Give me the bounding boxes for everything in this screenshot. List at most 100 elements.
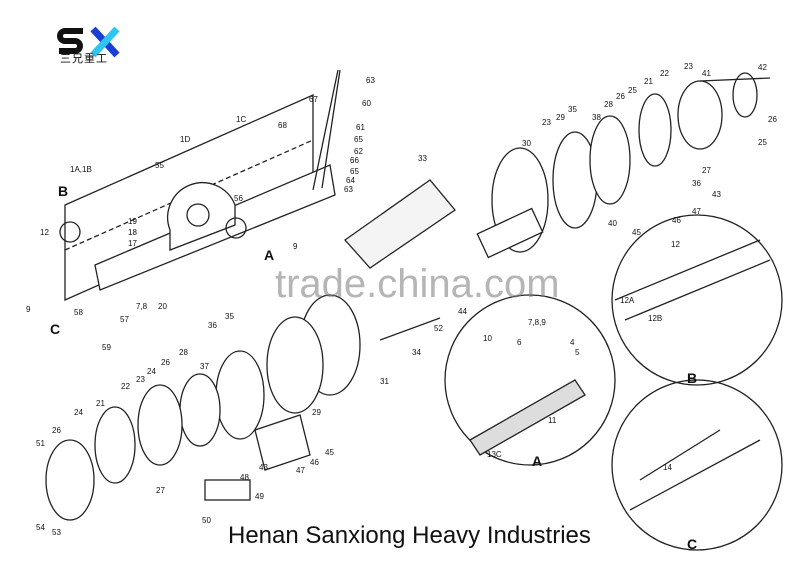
part-label: 66 xyxy=(350,156,359,165)
part-label: 19 xyxy=(128,217,137,226)
part-label: 35 xyxy=(568,105,577,114)
part-label: 12B xyxy=(648,314,662,323)
part-label: 50 xyxy=(202,516,211,525)
part-label: B xyxy=(687,370,697,386)
part-label: 45 xyxy=(632,228,641,237)
part-label: 10 xyxy=(483,334,492,343)
part-label: 17 xyxy=(128,239,137,248)
part-label: 1D xyxy=(180,135,190,144)
part-label: 63 xyxy=(366,76,375,85)
part-label: 9 xyxy=(26,305,31,314)
part-label: 23 xyxy=(542,118,551,127)
part-label: 54 xyxy=(36,523,45,532)
upper-shaft-assembly xyxy=(344,72,771,269)
logo-chinese-text: 三兄重工 xyxy=(60,52,108,65)
part-label: 12A xyxy=(620,296,635,305)
part-label: 65 xyxy=(354,135,363,144)
part-label: 46 xyxy=(310,458,319,467)
part-label: 37 xyxy=(200,362,209,371)
part-label: 42 xyxy=(758,63,767,72)
part-label: 34 xyxy=(412,348,421,357)
part-label: 59 xyxy=(102,343,111,352)
watermark: trade.china.com xyxy=(275,262,560,306)
part-label: B xyxy=(58,183,68,199)
part-label: 55 xyxy=(155,161,164,170)
part-label: 26 xyxy=(52,426,61,435)
part-label: 26 xyxy=(616,92,625,101)
part-label: 24 xyxy=(147,367,156,376)
part-label: 65 xyxy=(350,167,359,176)
part-label: 9 xyxy=(293,242,298,251)
sx-logo xyxy=(57,26,120,58)
part-label: 12 xyxy=(40,228,49,237)
part-label: 21 xyxy=(96,399,105,408)
part-label: 30 xyxy=(522,139,531,148)
part-label: 61 xyxy=(356,123,365,132)
part-label: 43 xyxy=(259,463,268,472)
detail-circles xyxy=(444,214,783,551)
part-label: 62 xyxy=(354,147,363,156)
part-label: 26 xyxy=(161,358,170,367)
part-label: 31 xyxy=(380,377,389,386)
part-label: 41 xyxy=(702,69,711,78)
part-label: 63 xyxy=(344,185,353,194)
part-label: 49 xyxy=(255,492,264,501)
part-labels: 1A,1B1D1C556867636061656266656463B121918… xyxy=(26,62,777,552)
part-label: 27 xyxy=(702,166,711,175)
part-label: 46 xyxy=(672,216,681,225)
part-label: 36 xyxy=(208,321,217,330)
part-label: 11 xyxy=(548,416,557,425)
lower-shaft-assembly xyxy=(45,294,441,521)
part-label: 47 xyxy=(296,466,305,475)
part-label: 38 xyxy=(592,113,601,122)
part-label: 36 xyxy=(692,179,701,188)
part-label: 68 xyxy=(278,121,287,130)
part-label: 27 xyxy=(156,486,165,495)
company-caption: Henan Sanxiong Heavy Industries xyxy=(228,522,591,549)
part-label: 24 xyxy=(74,408,83,417)
part-label: 51 xyxy=(36,439,45,448)
part-label: 14 xyxy=(663,463,672,472)
part-label: 53 xyxy=(52,528,61,537)
part-label: 40 xyxy=(608,219,617,228)
part-label: 1A,1B xyxy=(70,165,92,174)
part-label: 23 xyxy=(136,375,145,384)
part-label: 64 xyxy=(346,176,355,185)
part-label: 67 xyxy=(309,95,318,104)
part-label: 45 xyxy=(325,448,334,457)
part-label: 58 xyxy=(74,308,83,317)
part-label: 47 xyxy=(692,207,701,216)
part-label: 18 xyxy=(128,228,137,237)
part-label: 13C xyxy=(487,450,502,459)
part-label: 1C xyxy=(236,115,246,124)
part-label: 5 xyxy=(575,348,580,357)
part-label: 22 xyxy=(121,382,130,391)
part-label: 44 xyxy=(458,307,467,316)
part-label: 29 xyxy=(312,408,321,417)
part-label: 28 xyxy=(179,348,188,357)
part-label: 22 xyxy=(660,69,669,78)
part-label: C xyxy=(687,536,697,552)
part-label: A xyxy=(532,453,542,469)
part-label: 7,8,9 xyxy=(528,318,546,327)
part-label: A xyxy=(264,247,274,263)
part-label: 23 xyxy=(684,62,693,71)
part-label: 7,8 xyxy=(136,302,148,311)
part-label: 29 xyxy=(556,113,565,122)
vibrating-screen-body xyxy=(59,69,341,301)
part-label: 48 xyxy=(240,473,249,482)
part-label: 6 xyxy=(517,338,522,347)
part-label: 28 xyxy=(604,100,613,109)
part-label: C xyxy=(50,321,60,337)
part-label: 20 xyxy=(158,302,167,311)
part-label: 4 xyxy=(570,338,575,347)
part-label: 12 xyxy=(671,240,680,249)
part-label: 25 xyxy=(758,138,767,147)
part-label: 35 xyxy=(225,312,234,321)
part-label: 25 xyxy=(628,86,637,95)
part-label: 52 xyxy=(434,324,443,333)
part-label: 57 xyxy=(120,315,129,324)
part-label: 33 xyxy=(418,154,427,163)
